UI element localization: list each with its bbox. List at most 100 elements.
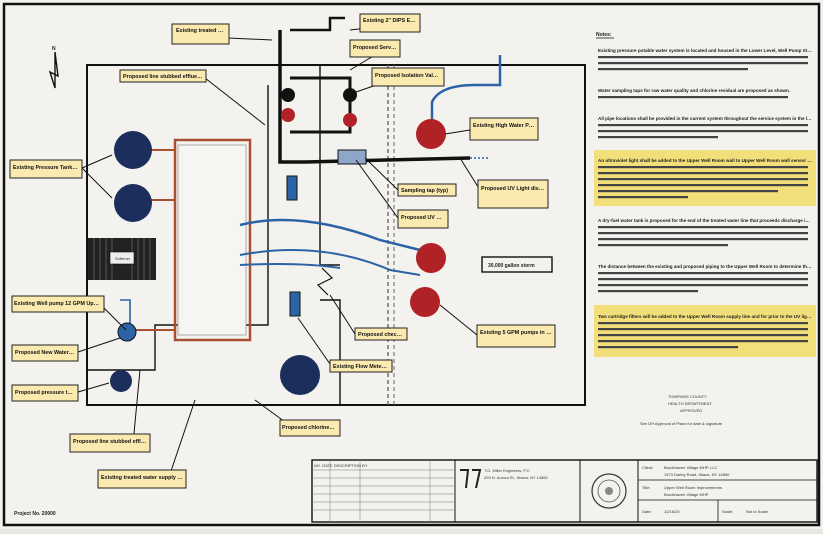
callout-existing-water-supply-top: Existing treated …	[171, 23, 230, 45]
blue-pipe-mid	[239, 218, 421, 252]
project-number: Project No. 20000	[14, 511, 56, 517]
scale-value: Not to Scale	[746, 509, 769, 514]
title-label: Title:	[642, 485, 651, 490]
check-valve-icon	[316, 267, 334, 296]
svg-text:Proposed UV …: Proposed UV …	[401, 215, 442, 221]
callout-existing-high-water-pump: Existing High Water P…	[469, 117, 539, 141]
red-pipe-branch	[130, 149, 175, 331]
callout-proposed-service-connection: Proposed Serv…	[349, 39, 401, 58]
blue-pipe-top	[430, 55, 502, 120]
note-4: An ultraviolet light shall be added to t…	[598, 158, 812, 163]
svg-text:Existing 2" DIPS E…: Existing 2" DIPS E…	[363, 18, 416, 24]
svg-text:Existing 5 GPM pumps in …: Existing 5 GPM pumps in …	[480, 330, 552, 336]
uv-light-unit	[337, 149, 367, 165]
date-value: 12/16/20	[664, 509, 680, 514]
note-5: A dry-fuel water tank is proposed for th…	[598, 218, 810, 223]
svg-text:Proposed chlorine…: Proposed chlorine…	[282, 425, 335, 431]
note-highlight-2	[594, 305, 816, 357]
callout-new-valve-top: Existing 2" DIPS E…	[359, 13, 421, 33]
callout-proposed-uv-light: Proposed UV …	[397, 209, 449, 229]
engineer-seal-icon	[591, 473, 627, 509]
callout-proposed-line-stubbed: Proposed line stubbed effl…	[69, 433, 151, 453]
approval-stamp: TOMPKINS COUNTY HEALTH DEPARTMENT APPROV…	[640, 394, 723, 426]
north-arrow-label: N	[52, 46, 56, 52]
svg-text:Proposed line stubbed effl…: Proposed line stubbed effl…	[73, 439, 146, 445]
title-value: Upper Well Room Improvements	[664, 485, 722, 490]
revision-header: NO. DATE DESCRIPTION BY	[314, 463, 368, 468]
callout-proposed-new-water-tap: Proposed New Water…	[11, 344, 79, 362]
valve-black-2	[343, 88, 357, 102]
flow-meter-2	[289, 291, 301, 317]
svg-text:Proposed pressure t…: Proposed pressure t…	[15, 390, 73, 396]
firm-address: 203 N. Aurora St., Ithaca, NY 14850	[484, 475, 549, 480]
pressure-tank-2	[114, 184, 152, 222]
callout-existing-well-pump: Existing Well pump 12 GPM Up…	[11, 295, 105, 313]
red-pipe-loop	[173, 138, 252, 342]
well-pump-tank	[117, 322, 137, 342]
client-address: 1973 Danby Road, Ithaca, NY 14850	[664, 472, 730, 477]
svg-text:Existing Pressure Tank…: Existing Pressure Tank…	[13, 165, 78, 171]
callout-sampling-tap: Sampling tap (typ)	[397, 183, 457, 197]
black-pipe-top	[290, 16, 345, 32]
notes-heading: Notes:	[596, 32, 612, 38]
blue-pipe-mid-2	[239, 249, 421, 276]
callout-proposed-pressure-tank: Proposed pressure t…	[11, 384, 79, 402]
high-water-pump-tank	[416, 119, 446, 149]
svg-text:Existing Flow Mete…: Existing Flow Mete…	[333, 364, 387, 370]
note-6: The distance between the existing and pr…	[598, 264, 812, 269]
gallon-storage-box	[481, 256, 553, 273]
svg-text:Proposed UV Light dis…: Proposed UV Light dis…	[481, 186, 544, 192]
client-label: Client:	[642, 465, 653, 470]
approval-dept: HEALTH DEPARTMENT	[668, 401, 712, 406]
callout-proposed-uv-second: Proposed UV Light dis…	[477, 179, 549, 209]
callout-existing-flow-meter: Existing Flow Mete…	[329, 359, 393, 373]
note-3: All pipe locations shall be provided in …	[598, 116, 812, 121]
proposed-pressure-tank	[110, 370, 132, 392]
valve-red-2	[343, 113, 357, 127]
svg-text:Existing Well pump 12 GPM Up…: Existing Well pump 12 GPM Up…	[14, 301, 99, 307]
black-pipe-main	[278, 30, 471, 164]
black-pipe-loop	[290, 76, 352, 134]
north-arrow-icon: N	[48, 46, 59, 89]
gallon-storage-label: 30,000 gallon storm	[488, 263, 535, 269]
date-label: Date:	[642, 509, 652, 514]
approval-note: See DH Approval of Plans for date & sign…	[640, 421, 723, 426]
valve-red	[281, 108, 295, 122]
svg-text:Existing High Water P…: Existing High Water P…	[473, 123, 534, 129]
approval-county: TOMPKINS COUNTY	[668, 394, 707, 399]
chlorine-contact-tank	[280, 355, 320, 395]
softener-unit: Softener	[88, 238, 156, 280]
callout-existing-pressure-tanks: Existing Pressure Tank…	[9, 159, 83, 179]
svg-text:Sampling tap (typ): Sampling tap (typ)	[401, 188, 448, 194]
building-outline	[86, 64, 586, 406]
valve-black	[281, 88, 295, 102]
softener-label: Softener	[115, 256, 131, 261]
title-block: NO. DATE DESCRIPTION BY T.G. Miller Engi…	[311, 459, 818, 523]
flow-meter	[286, 175, 298, 201]
callout-proposed-chlorine-contact: Proposed chlorine…	[279, 419, 341, 437]
note-7: Two cartridge filters will be added to t…	[598, 314, 812, 319]
firm-name: T.G. Miller Engineers, P.C.	[484, 468, 531, 473]
scale-label: Scale:	[722, 509, 733, 514]
approval-status: APPROVED	[680, 408, 702, 413]
title-sub: Brookhaven Village MHP	[664, 492, 709, 497]
sheet-border	[2, 2, 821, 527]
blue-pipe-mid-3	[239, 263, 341, 269]
svg-text:Proposed Isolation Val…: Proposed Isolation Val…	[375, 73, 438, 79]
client-value: Brookhaven Village MHP, LLC	[664, 465, 718, 470]
callout-existing-water-supply-bottom: Existing treated water supply …	[97, 469, 187, 489]
svg-text:Existing treated …: Existing treated …	[176, 28, 223, 34]
callout-proposed-isolation-valves: Proposed Isolation Val…	[371, 67, 445, 87]
svg-text:Proposed New Water…: Proposed New Water…	[15, 350, 74, 356]
svg-text:Proposed line stubbed efflue…: Proposed line stubbed efflue…	[123, 74, 202, 80]
svg-text:Proposed chec…: Proposed chec…	[358, 332, 402, 338]
inner-room	[177, 144, 247, 336]
booster-tank-1	[416, 243, 446, 273]
booster-tank-2	[410, 287, 440, 317]
note-2: Water sampling taps for raw water qualit…	[598, 88, 790, 93]
svg-text:Proposed Serv…: Proposed Serv…	[353, 45, 396, 51]
pressure-tank-1	[114, 131, 152, 169]
callout-existing-booster: Existing 5 GPM pumps in …	[476, 324, 556, 348]
firm-logo-icon	[460, 469, 482, 489]
